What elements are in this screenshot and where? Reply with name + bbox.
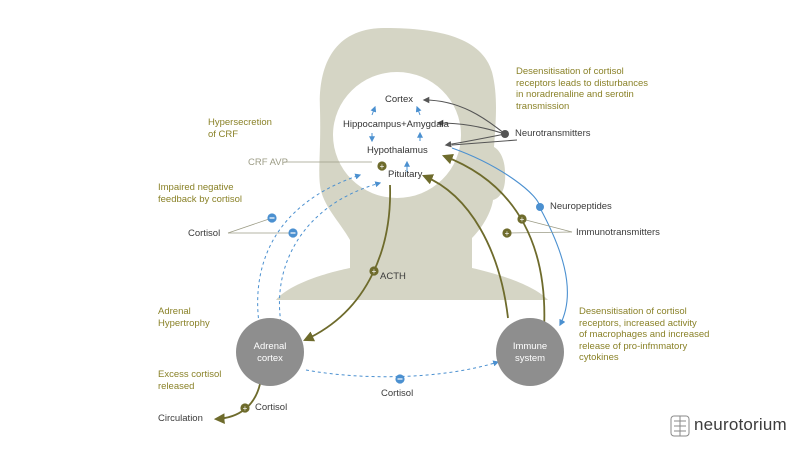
crf-avp-label: CRF AVP — [248, 157, 288, 168]
neurotransmitter-links — [422, 96, 518, 148]
immune-system-node — [496, 318, 564, 386]
cortisol-left-label: Cortisol — [188, 228, 221, 239]
svg-text:+: + — [380, 162, 385, 171]
brain-internal-arrows — [369, 105, 423, 172]
neuropeptides-dot — [536, 203, 544, 211]
brain-area — [333, 72, 461, 198]
adrenal-cortex-label: Adrenal cortex — [253, 341, 287, 364]
hypothalamus-label: Hypothalamus — [367, 145, 428, 156]
neuropeptides-label: Neuropeptides — [550, 201, 612, 212]
pituitary-label: Pituitary — [388, 169, 423, 180]
minus-badges — [267, 213, 405, 384]
acth-label: ACTH — [380, 271, 406, 282]
cortisol-left-pointers — [227, 217, 293, 234]
hippocampus-amygdala-label: Hippocampus+Amygdala — [343, 119, 449, 130]
hypersecretion-label: Hypersecretion of CRF — [208, 117, 272, 140]
neurotransmitters-dot — [501, 130, 509, 138]
svg-text:+: + — [243, 404, 248, 413]
cortisol-middle-label: Cortisol — [381, 388, 414, 399]
cortex-label: Cortex — [385, 94, 413, 105]
immunotransmitters-pointers — [506, 218, 573, 234]
circulation-line — [213, 383, 261, 425]
svg-text:+: + — [520, 215, 525, 224]
svg-text:+: + — [372, 267, 377, 276]
circulation-label: Circulation — [158, 413, 203, 424]
excess-cortisol-label: Excess cortisol released — [158, 369, 222, 392]
neurotransmitters-label: Neurotransmitters — [515, 128, 591, 139]
plus-badges: + + + + + — [240, 161, 527, 413]
cortisol-feedback-arc-outer — [257, 173, 362, 331]
neurotorium-logo-icon — [670, 415, 690, 437]
immunotransmitters-label: Immunotransmitters — [576, 227, 660, 238]
desensitisation-top-label: Desensitisation of cortisol receptors le… — [516, 66, 649, 112]
adrenal-cortex-node — [236, 318, 304, 386]
desensitisation-bottom-label: Desensitisation of cortisol receptors, i… — [579, 306, 710, 363]
immune-to-pituitary-line — [422, 174, 509, 319]
immune-system-label: Immune system — [512, 341, 548, 364]
cortisol-bottom-label: Cortisol — [255, 402, 288, 413]
impaired-feedback-label: Impaired negative feedback by cortisol — [158, 182, 242, 205]
immune-to-hypothalamus-line — [441, 154, 546, 331]
cortisol-to-immune-line — [305, 360, 500, 378]
brand-name: neurotorium — [694, 415, 787, 434]
svg-text:+: + — [505, 229, 510, 238]
adrenal-hypertrophy-label: Adrenal Hypertrophy — [158, 306, 210, 329]
